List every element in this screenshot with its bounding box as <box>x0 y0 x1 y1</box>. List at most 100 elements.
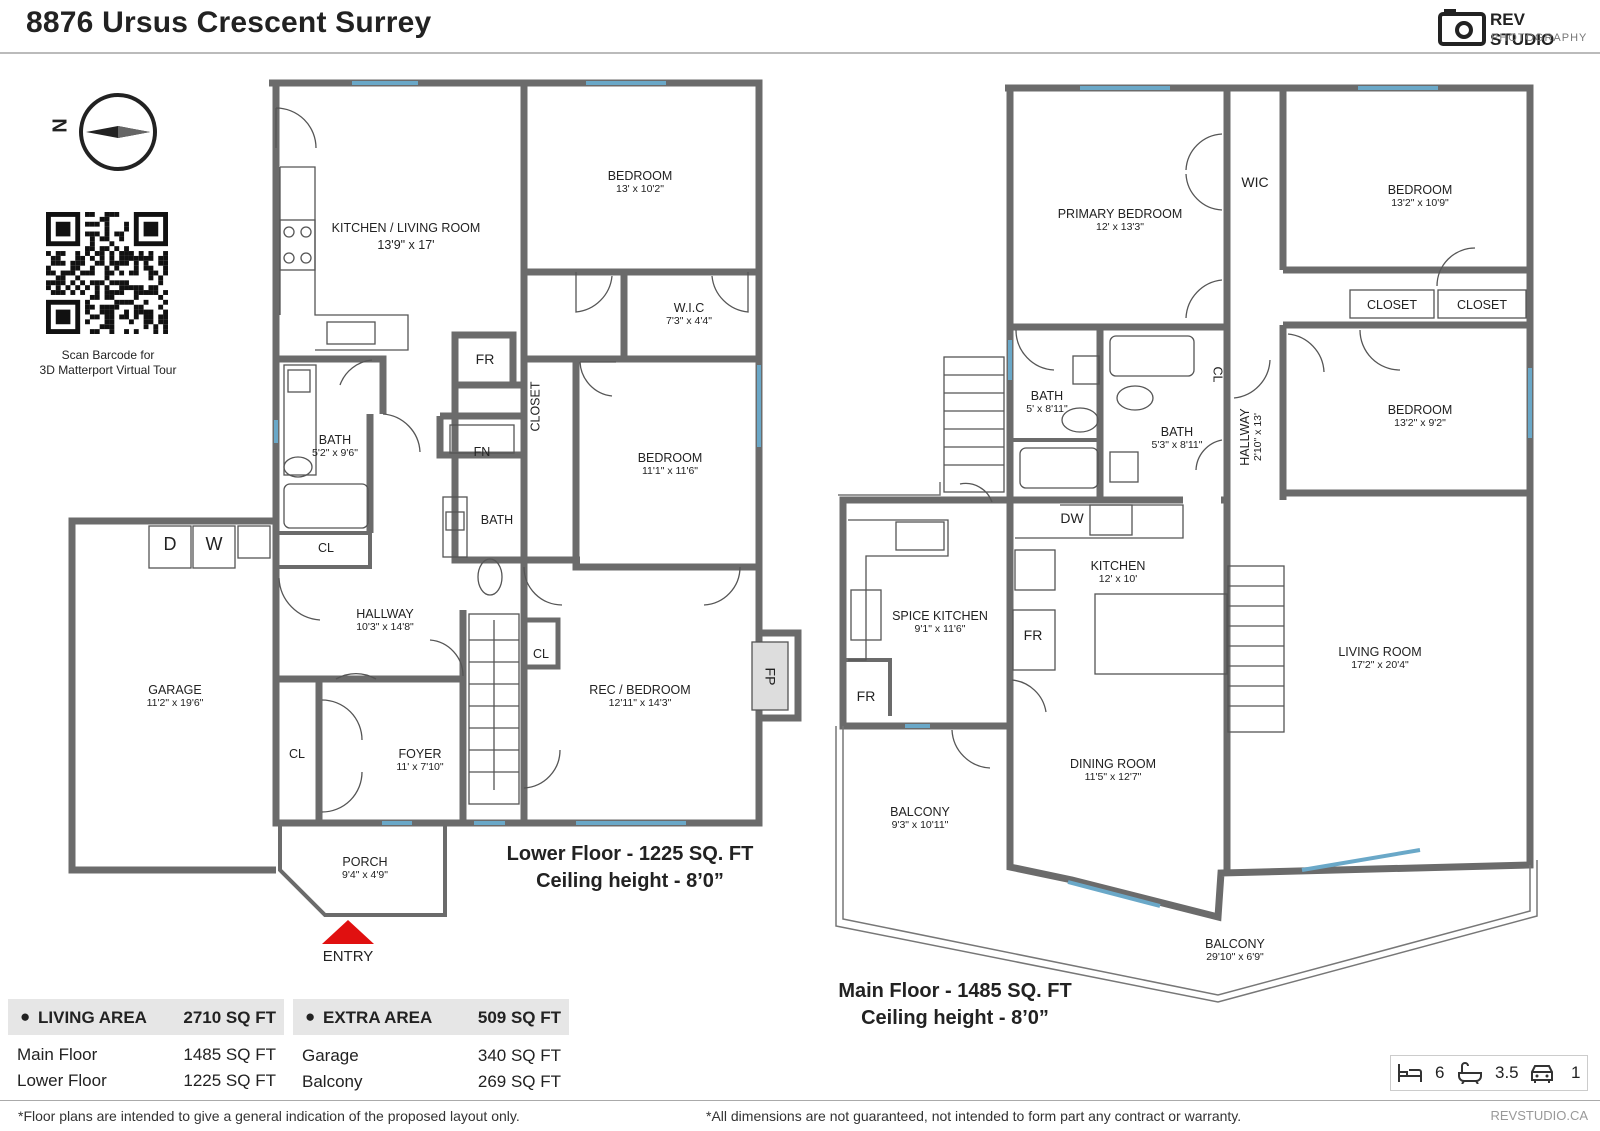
fixture-closet: CLOSET <box>528 381 543 432</box>
toilet-icon <box>283 456 313 478</box>
stove-icon <box>850 589 882 641</box>
room-dims: 9'3" x 10'11" <box>891 819 949 831</box>
fixture-cl-rec: CL <box>533 647 549 661</box>
door-swing <box>382 413 421 453</box>
room-name: PRIMARY BEDROOM <box>1057 207 1183 221</box>
room-name: KITCHEN <box>1090 559 1146 573</box>
table-row: Balcony 269 SQ FT <box>293 1067 569 1095</box>
sink-icon <box>1109 451 1139 483</box>
door-swing <box>335 672 377 680</box>
room-name: SPICE KITCHEN <box>892 609 988 623</box>
room-dims: 11' x 7'10" <box>396 761 444 773</box>
door-swing <box>1015 329 1055 371</box>
room-dims: 13'9" x 17' <box>377 238 435 252</box>
living-area-table: ● LIVING AREA 2710 SQ FT Main Floor 1485… <box>8 999 284 1095</box>
room-name: BATH <box>1160 425 1194 439</box>
extra-area-table: ● EXTRA AREA 509 SQ FT Garage 340 SQ FT … <box>293 999 569 1095</box>
door-swing <box>951 729 991 769</box>
room-dims: 29'10" x 6'9" <box>1206 951 1264 963</box>
room-label-garage: GARAGE 11'2" x 19'6" <box>115 684 235 710</box>
room-label-porch: PORCH 9'4" x 4'9" <box>305 856 425 882</box>
garage-count: 1 <box>1571 1063 1581 1082</box>
wall-bedroom2 <box>572 359 759 571</box>
room-label-hallway: HALLWAY 10'3" x 14'8" <box>330 608 440 634</box>
room-name: KITCHEN / LIVING ROOM <box>331 221 481 235</box>
wall-fn-bath <box>451 385 580 564</box>
window <box>1301 848 1421 872</box>
room-name: PORCH <box>342 855 388 869</box>
door-swing <box>703 566 741 606</box>
room-label-hallway: HALLWAY 2'10" x 13' <box>1238 395 1265 479</box>
window <box>1067 880 1161 908</box>
door-swing <box>321 699 363 741</box>
fixture-fn: FN <box>473 445 491 459</box>
room-label-kitchen: KITCHEN 12' x 10' <box>1078 560 1158 586</box>
room-label-balcony-a: BALCONY 9'3" x 10'11" <box>870 806 970 832</box>
door-swing <box>1287 333 1325 373</box>
room-dims: 12'11" x 14'3" <box>608 697 672 709</box>
dryer-icon <box>148 525 192 569</box>
fixture-cl-bath: CL <box>318 541 334 555</box>
extra-area-total: 509 SQ FT <box>477 1008 561 1027</box>
stove-icon <box>279 219 316 271</box>
room-label-primary-bedroom: PRIMARY BEDROOM 12' x 13'3" <box>1050 208 1190 234</box>
room-dims: 13'2" x 10'9" <box>1391 197 1449 209</box>
lower-floor-area: Lower Floor - 1225 SQ. FT <box>506 843 754 865</box>
living-area-heading: LIVING AREA <box>38 1008 147 1027</box>
laundry-sink-icon <box>237 525 271 559</box>
qr-code-icon <box>46 212 168 334</box>
wall-fn <box>436 412 524 459</box>
qr-code[interactable] <box>46 212 168 334</box>
living-area-header: ● LIVING AREA 2710 SQ FT <box>8 999 284 1035</box>
bath-icon <box>1458 1062 1482 1084</box>
footer-divider <box>0 1100 1600 1101</box>
footer-disclaimer-left: *Floor plans are intended to give a gene… <box>18 1108 520 1124</box>
room-label-bedroom-b: BEDROOM 13'2" x 9'2" <box>1360 404 1480 430</box>
kitchen-island <box>1094 593 1228 675</box>
room-dims: 12' x 13'3" <box>1095 221 1145 233</box>
main-floor-caption: Main Floor - 1485 SQ. FT Ceiling height … <box>820 978 1090 1032</box>
porch-outline <box>278 823 447 917</box>
burner-icon <box>300 226 312 238</box>
kitchen-counter <box>1015 504 1184 539</box>
bed-icon <box>1398 1064 1422 1082</box>
table-row: Lower Floor 1225 SQ FT <box>8 1067 284 1095</box>
room-dims: 5'2" x 9'6" <box>312 447 358 459</box>
car-icon <box>1531 1065 1553 1083</box>
room-dims: 9'1" x 11'6" <box>914 623 966 635</box>
door-swing <box>579 361 616 397</box>
door-swing <box>275 107 317 149</box>
door-swing <box>1011 679 1047 713</box>
bathtub-icon <box>1019 447 1099 489</box>
room-name: W.I.C <box>673 301 705 315</box>
room-dims: 5' x 8'11" <box>1026 403 1068 415</box>
fixture-fr-spice: FR <box>856 688 876 704</box>
brand-name: REV STUDIO <box>1490 10 1555 49</box>
property-stats: 6 3.5 1 <box>1390 1055 1588 1091</box>
room-label-foyer: FOYER 11' x 7'10" <box>360 748 480 774</box>
room-dims: 7'3" x 4'4" <box>666 315 712 327</box>
fixtures <box>148 107 1527 813</box>
room-label-dining: DINING ROOM 11'5" x 12'7" <box>1058 758 1168 784</box>
room-dims: 10'3" x 14'8" <box>356 621 414 633</box>
toilet-icon <box>1061 407 1099 433</box>
row-label: Main Floor <box>17 1045 98 1064</box>
closet-box <box>1349 289 1435 319</box>
door-swing <box>1185 133 1223 171</box>
door-swing <box>711 272 749 313</box>
website-link[interactable]: REVSTUDIO.CA <box>1490 1108 1588 1123</box>
room-dims: 9'4" x 4'9" <box>342 869 388 881</box>
stairs-main-left <box>943 356 1005 493</box>
compass: N <box>48 92 160 172</box>
sink-icon <box>445 511 465 531</box>
row-label: Lower Floor <box>17 1071 107 1090</box>
lower-floor-ceiling: Ceiling height - 8’0” <box>536 870 724 892</box>
room-label-wic: W.I.C 7'3" x 4'4" <box>634 302 744 328</box>
bathroom-count: 3.5 <box>1495 1063 1519 1082</box>
camera-icon <box>1438 9 1486 46</box>
room-name: REC / BEDROOM <box>589 683 691 697</box>
qr-caption-line1: Scan Barcode for <box>61 348 155 362</box>
door-swing <box>1233 359 1271 399</box>
room-label-balcony-b: BALCONY 29'10" x 6'9" <box>1180 938 1290 964</box>
wall-cl <box>276 531 372 569</box>
